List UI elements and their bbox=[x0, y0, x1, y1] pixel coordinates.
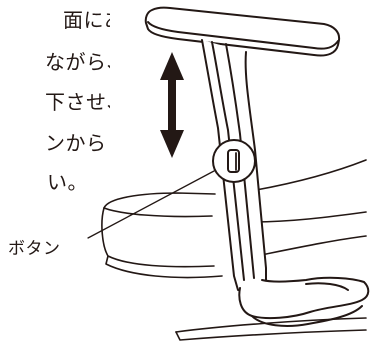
instruction-line: い。 bbox=[47, 170, 88, 194]
up-down-arrow-icon bbox=[160, 52, 184, 158]
button-label: ボタン bbox=[8, 239, 61, 259]
instruction-line: ンから bbox=[45, 131, 107, 155]
height-adjust-button bbox=[212, 139, 256, 183]
instruction-line: ながら、 bbox=[45, 50, 110, 74]
instruction-text: 面にあ ながら、 下させ、 ンから い。 bbox=[0, 0, 110, 200]
seat-cushion bbox=[101, 159, 367, 279]
instruction-line: 面にあ bbox=[63, 8, 110, 32]
chair-base bbox=[175, 317, 367, 341]
button-callout-line bbox=[87, 170, 215, 239]
armrest-pad bbox=[144, 6, 341, 57]
armrest-mount bbox=[238, 276, 370, 327]
instruction-line: 下させ、 bbox=[45, 90, 110, 114]
